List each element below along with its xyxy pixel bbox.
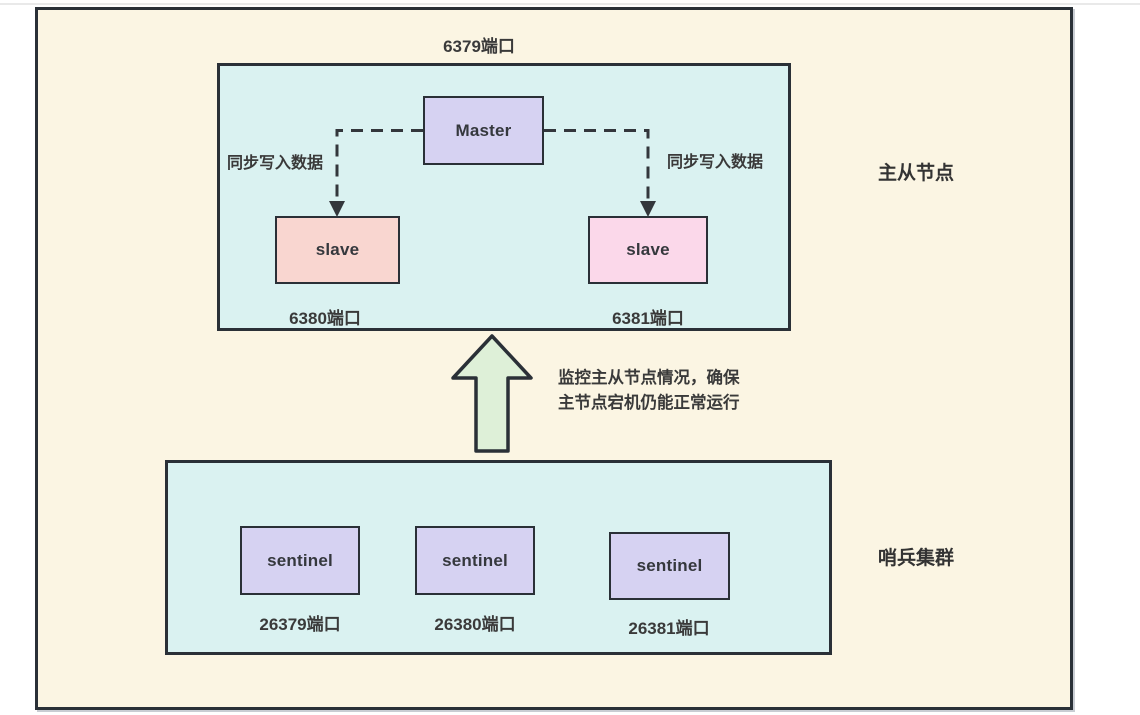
master-node: Master [423, 96, 544, 165]
slave-node-label: slave [315, 240, 360, 259]
master-port-label: 6379端口 [443, 37, 515, 56]
slave-node-6381: slave [588, 216, 708, 284]
slave-node-6380: slave [275, 216, 400, 284]
monitor-note-line2: 主节点宕机仍能正常运行 [558, 394, 740, 412]
sentinel-port-label-26379: 26379端口 [259, 615, 341, 634]
sentinel-node-label: sentinel [636, 556, 703, 575]
page-top-divider [0, 3, 1140, 5]
master-group-side-label: 主从节点 [878, 163, 955, 184]
slave-port-label-6380: 6380端口 [289, 309, 361, 328]
sentinel-group-side-label: 哨兵集群 [878, 548, 955, 569]
sentinel-port-label-26380: 26380端口 [434, 615, 516, 634]
monitor-note-line1: 监控主从节点情况，确保 [558, 369, 740, 387]
sentinel-node-label: sentinel [442, 550, 508, 570]
sync-write-label-left: 同步写入数据 [227, 155, 324, 172]
master-node-label: Master [455, 120, 512, 140]
sentinel-node-label: sentinel [267, 550, 333, 570]
slave-port-label-6381: 6381端口 [612, 309, 684, 328]
sentinel-node-26379: sentinel [240, 526, 360, 595]
sync-write-label-right: 同步写入数据 [667, 154, 764, 171]
monitor-note: 监控主从节点情况，确保 主节点宕机仍能正常运行 [558, 366, 740, 416]
slave-node-label: slave [626, 240, 670, 259]
sentinel-node-26381: sentinel [609, 532, 730, 600]
sentinel-port-label-26381: 26381端口 [628, 619, 710, 638]
sentinel-node-26380: sentinel [415, 526, 535, 595]
